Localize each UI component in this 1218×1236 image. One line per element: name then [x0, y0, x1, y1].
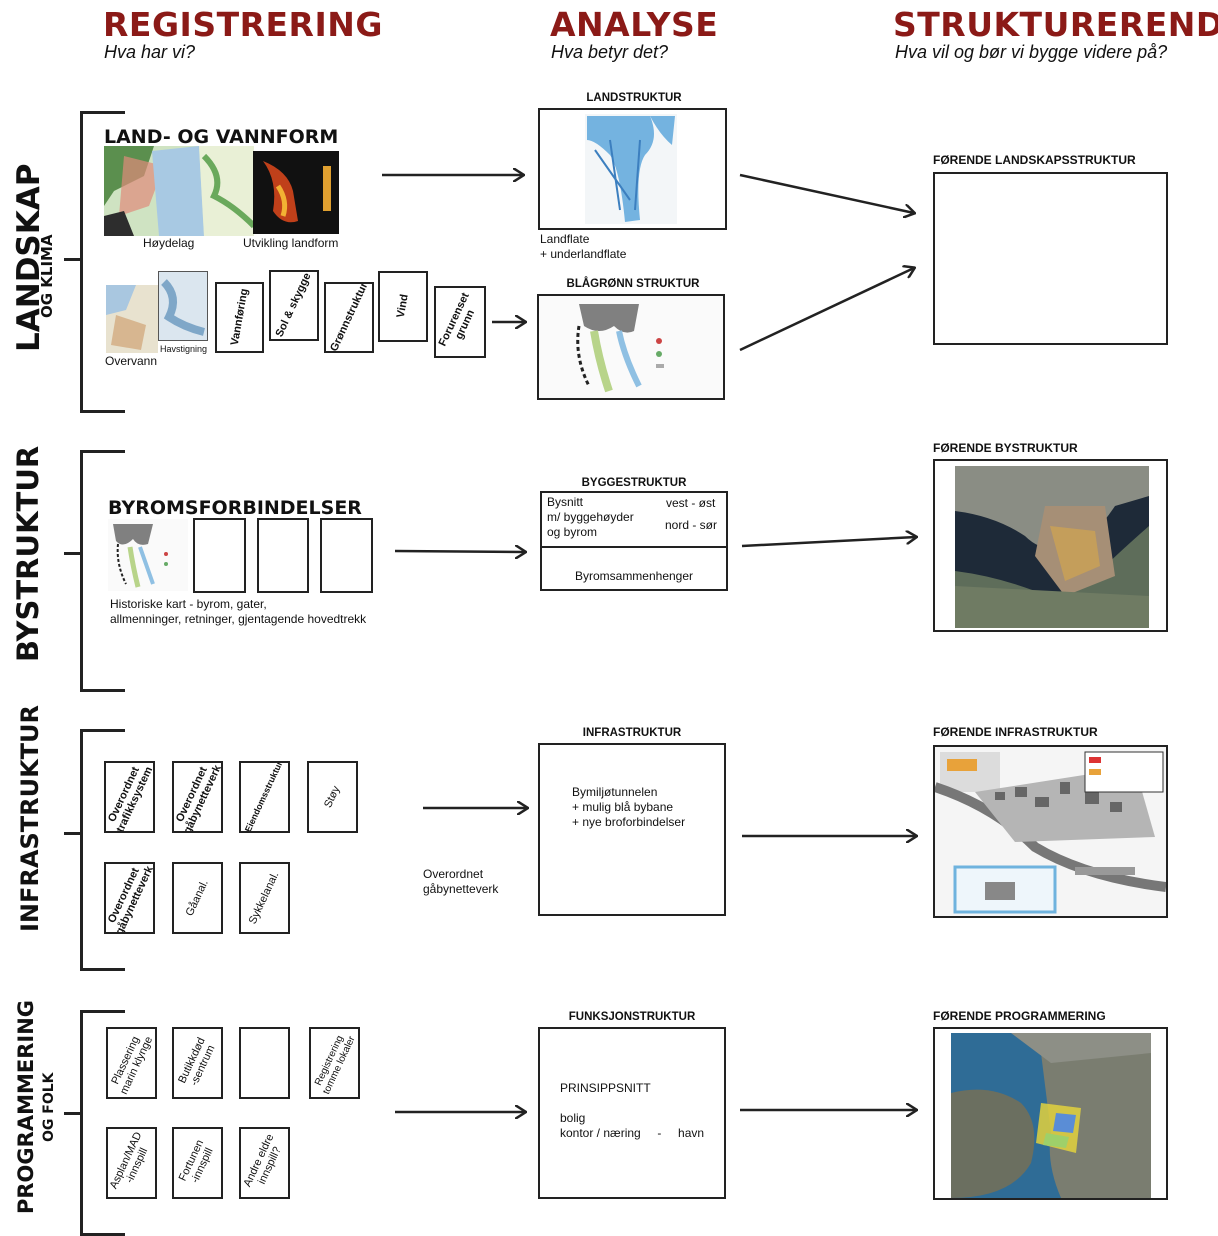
analysis-title-byggestruktur: BYGGESTRUKTUR: [581, 477, 687, 489]
row-bracket-tick: [64, 832, 82, 835]
landform-evolution-map: [253, 151, 339, 234]
analysis-title-infrastruktur: INFRASTRUKTUR: [582, 727, 682, 739]
map-label-utvikling-landform: Utvikling landform: [243, 236, 339, 250]
infra-bybane: + mulig blå bybane: [572, 800, 674, 814]
card-gaanal: Gåanal.: [172, 862, 223, 934]
card-fortunen-innspill: Fortunen -innspill: [172, 1127, 223, 1199]
havstigning-map: [158, 271, 208, 341]
funksjon-bolig: bolig: [560, 1111, 586, 1125]
terrain-map-collage: [104, 146, 254, 236]
card-eiendomsstruktur: Eiendomsstruktur: [239, 761, 290, 833]
blagronn-map: [539, 296, 723, 398]
arrow-byggestruktur-to-result: [741, 537, 916, 548]
note-landflate: Landflate: [540, 232, 590, 246]
column-title-analyse: ANALYSE: [550, 5, 719, 44]
note-underlandflate: + underlandflate: [540, 247, 627, 261]
infrastruktur-plan-map: [933, 747, 1167, 916]
byggestruktur-bysnitt: Bysnitt: [547, 495, 584, 509]
section-title-byromsforbindelser: BYROMSFORBINDELSER: [108, 497, 362, 519]
column-subtitle-analyse: Hva betyr det?: [551, 42, 669, 62]
byggestruktur-byggehoyder: m/ byggehøyder: [547, 510, 634, 524]
byggestruktur-nord-sor: nord - sør: [665, 518, 718, 532]
column-title-registrering: REGISTRERING: [103, 5, 383, 44]
row-bracket-landskap: [80, 111, 125, 413]
analysis-box-funksjonstruktur: PRINSIPPSNITT bolig kontor / næring - ha…: [538, 1027, 726, 1199]
infra-bymiljotunnelen: Bymiljøtunnelen: [572, 785, 658, 799]
byggestruktur-byrom: og byrom: [547, 525, 598, 539]
row-bracket-tick: [64, 1112, 82, 1115]
card-forurenset-grunn: Forurenset grunn: [434, 286, 486, 358]
caption-historiske-kart-2: allmenninger, retninger, gjentagende hov…: [110, 612, 367, 626]
card-overordnet-trafikksystem: Overordnet trafikksystem: [104, 761, 155, 833]
card-asplan-mad-innspill: Asplan/MAD -innspill: [106, 1127, 157, 1199]
analysis-title-landstruktur: LANDSTRUKTUR: [586, 92, 682, 104]
card-andre-eldre-innspill: Andre eldre innspill?: [239, 1127, 290, 1199]
note-overordnet: Overordnet: [423, 867, 484, 881]
byggestruktur-divider: [542, 546, 726, 548]
byrom-placeholder-1: [193, 518, 246, 593]
row-bracket-infrastruktur: [80, 729, 125, 971]
card-registrering-tomme-lokaler: Registrering tomme lokaler: [309, 1027, 360, 1099]
note-gabynetteverk: gåbynetteverk: [423, 882, 499, 896]
label-overvann: Overvann: [105, 354, 158, 368]
label-havstigning: Havstigning: [160, 344, 208, 354]
byrom-placeholder-3: [320, 518, 373, 593]
card-plassering-marin-klynge: Plassering marin klynge: [106, 1027, 157, 1099]
arrow-blagronn-to-result: [739, 268, 914, 352]
column-subtitle-strukturerende: Hva vil og bør vi bygge videre på?: [895, 42, 1168, 62]
byggestruktur-byromsammenhenger: Byromsammenhenger: [574, 569, 694, 583]
bystruktur-aerial-map: [955, 466, 1149, 628]
byrom-map: [108, 519, 188, 591]
row-bracket-tick: [64, 258, 82, 261]
funksjon-kontor-naering-havn: kontor / næring - havn: [560, 1126, 705, 1140]
row-bracket-tick: [64, 552, 82, 555]
result-box-programmering: [933, 1027, 1168, 1200]
result-box-landskap: [933, 172, 1168, 345]
card-sykkelanal: Sykkelanal.: [239, 862, 290, 934]
row-bracket-bystruktur: [80, 450, 125, 692]
landstruktur-map: [585, 114, 677, 224]
section-title-land-og-vannform: LAND- OG VANNFORM: [104, 126, 339, 148]
analysis-box-blagronn: [537, 294, 725, 400]
analysis-box-infrastruktur: Bymiljøtunnelen + mulig blå bybane + nye…: [538, 743, 726, 916]
result-title-programmering: FØRENDE PROGRAMMERING: [933, 1009, 1106, 1023]
card-butikkdod-sentrum: Butikkdød -sentrum: [172, 1027, 223, 1099]
byggestruktur-vest-ost: vest - øst: [666, 496, 716, 510]
card-overordnet-gabynetteverk: Overordnet gåbynetteverk: [172, 761, 223, 833]
result-title-bystruktur: FØRENDE BYSTRUKTUR: [933, 441, 1078, 455]
programmering-aerial-map: [951, 1033, 1151, 1198]
analysis-box-landstruktur: [538, 108, 727, 230]
byrom-placeholder-2: [257, 518, 309, 593]
funksjon-prinsippsnitt: PRINSIPPSNITT: [560, 1081, 651, 1095]
map-label-hoydelag: Høydelag: [143, 236, 195, 250]
column-subtitle-registrering: Hva har vi?: [104, 42, 196, 62]
overvann-map: [106, 285, 158, 353]
analysis-title-funksjonstruktur: FUNKSJONSTRUKTUR: [568, 1011, 696, 1023]
card-overordnet-gabynetteverk-2: Overordnet gåbynetteverk: [104, 862, 155, 934]
arrow-byrom-to-byggestruktur: [394, 551, 525, 552]
arrow-landstruktur-to-result: [739, 173, 914, 213]
column-title-strukturerende: STRUKTURERENDE: [893, 5, 1218, 44]
caption-historiske-kart-1: Historiske kart - byrom, gater,: [110, 597, 267, 611]
card-programmering-empty: [239, 1027, 290, 1099]
analysis-box-byggestruktur: Bysnitt m/ byggehøyder og byrom vest - ø…: [540, 491, 728, 591]
analysis-title-blagronn: BLÅGRØNN STRUKTUR: [566, 278, 700, 290]
card-vannforing: Vannføring: [215, 282, 264, 353]
result-box-bystruktur: [933, 459, 1168, 632]
card-vind: Vind: [378, 271, 428, 342]
card-gronnstruktur: Grønnstruktur: [324, 282, 374, 353]
card-stoy: Støy: [307, 761, 358, 833]
result-title-landskap: FØRENDE LANDSKAPSSTRUKTUR: [933, 153, 1136, 167]
infra-broforbindelser: + nye broforbindelser: [572, 815, 686, 829]
result-box-infrastruktur: [933, 745, 1168, 918]
card-sol-skygge: Sol & skygge: [269, 270, 319, 341]
result-title-infrastruktur: FØRENDE INFRASTRUKTUR: [933, 725, 1098, 739]
